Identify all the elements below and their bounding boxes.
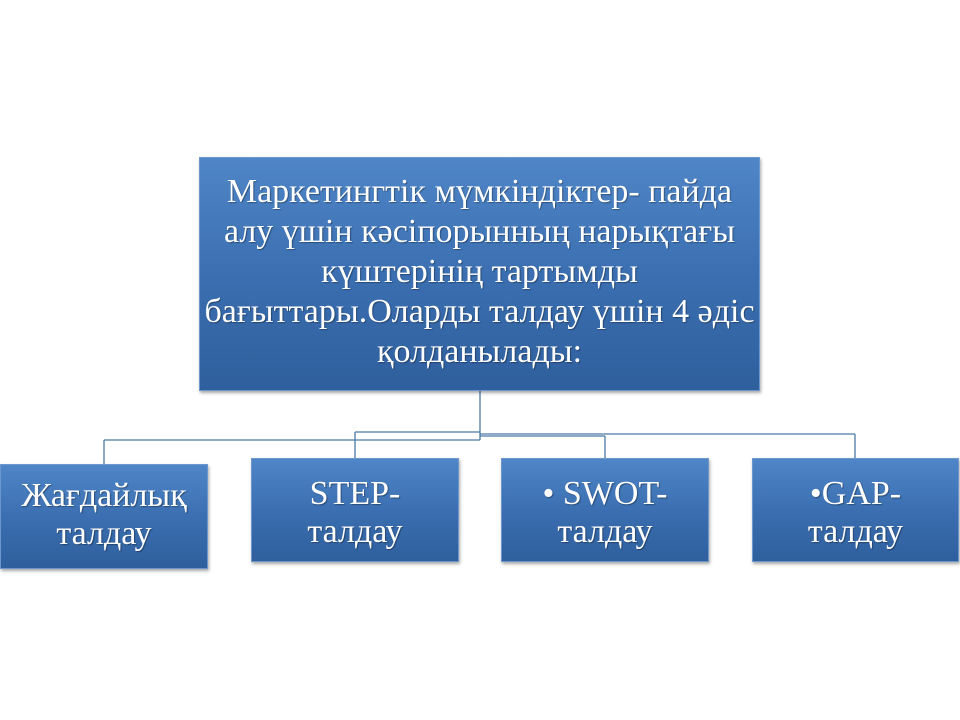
child-node-situational-analysis: Жағдайлық талдау [0, 464, 208, 569]
child-node-label: Жағдайлық талдау [21, 477, 187, 552]
child-node-swot-analysis: • SWOT-талдау [501, 458, 709, 562]
child-node-step-analysis: STEP-талдау [251, 458, 459, 562]
child-node-label: STEP-талдау [307, 475, 403, 550]
root-node-label: Маркетингтік мүмкіндіктер- пайда алу үші… [204, 173, 755, 370]
child-node-label: • SWOT-талдау [542, 475, 668, 550]
child-node-label: •GAP-талдау [807, 475, 904, 550]
child-node-gap-analysis: •GAP-талдау [752, 458, 959, 562]
root-node: Маркетингтік мүмкіндіктер- пайда алу үші… [199, 157, 760, 391]
